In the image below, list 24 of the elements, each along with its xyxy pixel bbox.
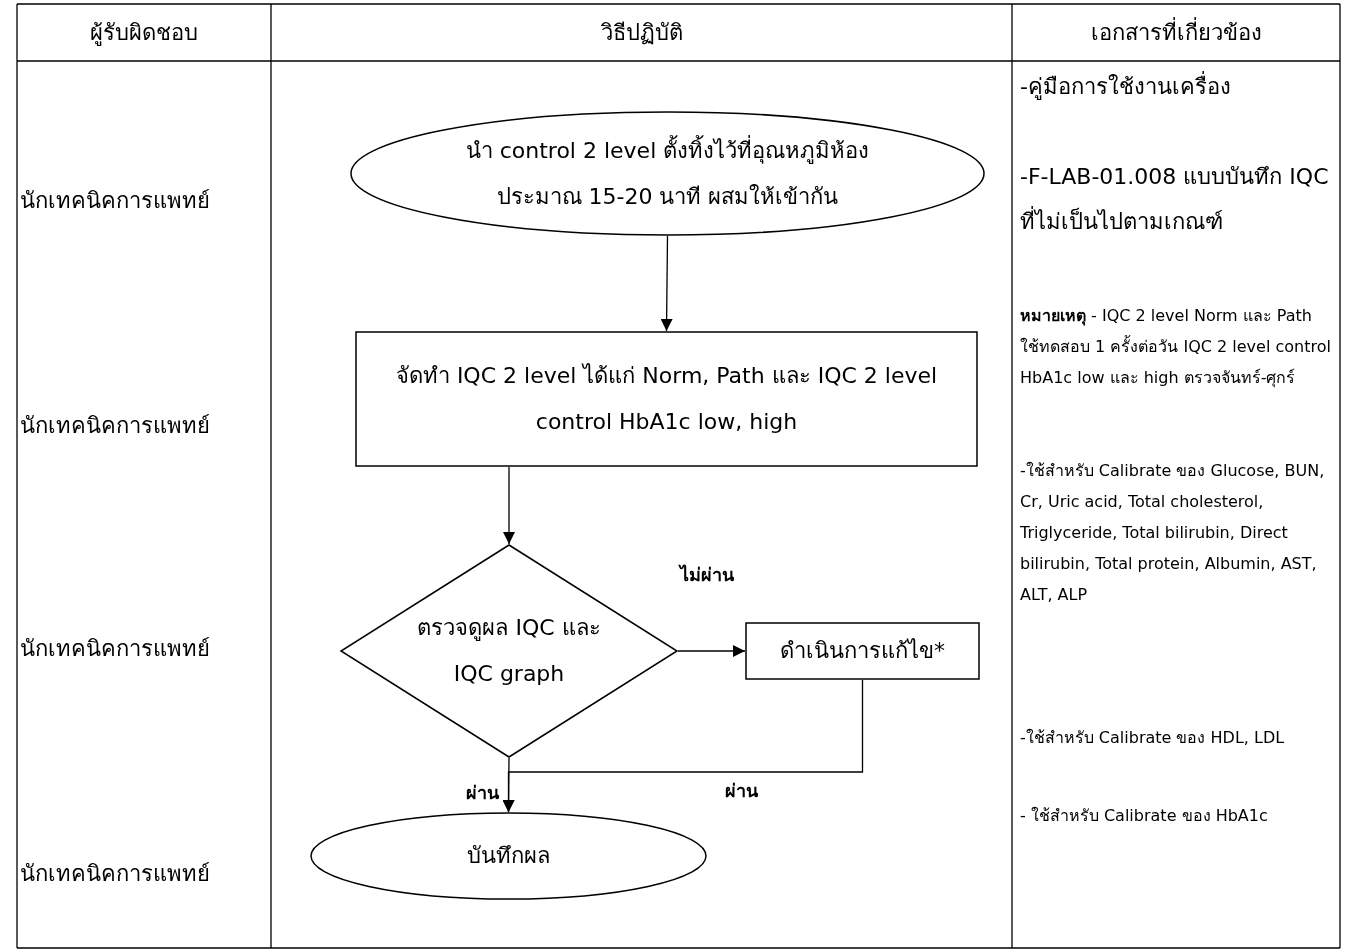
document-text: -ใช้สำหรับ Calibrate ของ HDL, LDL [1020, 728, 1285, 747]
column-header: วิธีปฏิบัติ [600, 19, 683, 47]
end-ellipse: บันทึกผล [310, 812, 707, 900]
arrow [677, 645, 746, 657]
note-text: หมายเหตุ - IQC 2 level Norm และ Path ใช้ทดสอบ 1 ครั้งต่อวัน IQC 2 level control HbA1c low และ high ตรวจจันทร์-ศุกร์ [1020, 306, 1331, 387]
process-box: ดำเนินการแก้ไข* [745, 622, 980, 680]
role-label: นักเทคนิคการแพทย์ [20, 859, 210, 888]
column-header: เอกสารที่เกี่ยวข้อง [1090, 15, 1262, 50]
process-box: จัดทำ IQC 2 level ได้แก่ Norm, Path และ IQC 2 level control HbA1c low, high [355, 331, 978, 467]
role-label: นักเทคนิคการแพทย์ [20, 411, 210, 440]
document-text: -ใช้สำหรับ Calibrate ของ Glucose, BUN, Cr, Uric acid, Total cholesterol, Triglyceride, Total bilirubin, Direct bilirubin, Total protein, Albumin, AST, ALT, ALP [1020, 461, 1325, 604]
arrow [503, 466, 515, 545]
arrow [502, 757, 515, 813]
document-text: -F-LAB-01.008 แบบบันทึก IQC ที่ไม่เป็นไปตามเกณฑ์ [1020, 164, 1329, 234]
document-text: - ใช้สำหรับ Calibrate ของ HbA1c [1020, 806, 1268, 825]
edge-label: ไม่ผ่าน [680, 564, 734, 585]
column-header: ผู้รับผิดชอบ [90, 19, 198, 48]
edge-label: ผ่าน [725, 780, 758, 801]
edge-label: ผ่าน [466, 782, 499, 803]
arrow [660, 235, 673, 332]
role-label: นักเทคนิคการแพทย์ [20, 186, 210, 215]
role-label: นักเทคนิคการแพทย์ [20, 634, 210, 663]
start-ellipse: นำ control 2 level ตั้งทิ้งไว้ที่อุณหภูมิห้อง ประมาณ 15-20 นาที ผสมให้เข้ากัน [350, 111, 985, 236]
decision-diamond: ตรวจดูผล IQC และ IQC graph [340, 544, 678, 758]
